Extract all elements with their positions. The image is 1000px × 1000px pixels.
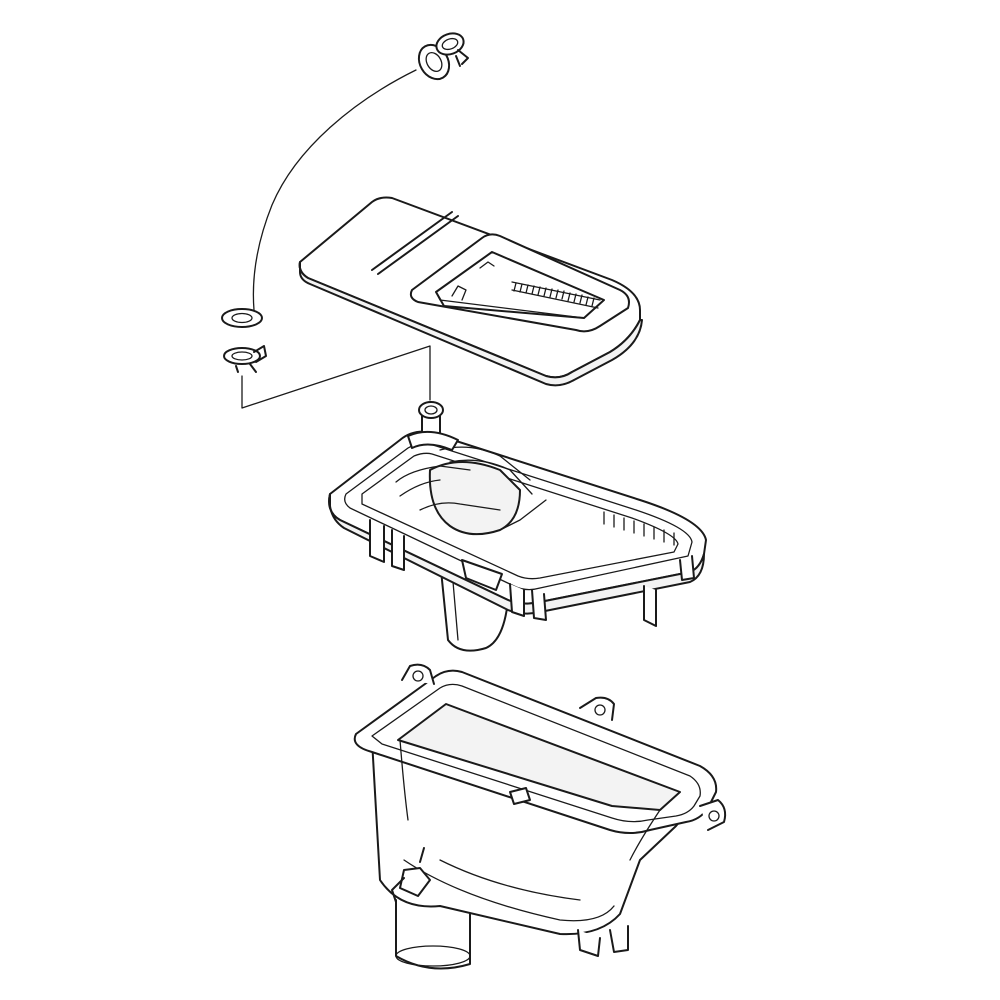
cover-grill-slots	[511, 281, 601, 309]
frame-inlet-nozzle	[407, 401, 459, 451]
dispenser-frame-with-inlet	[328, 401, 707, 652]
dispenser-housing-tub	[353, 663, 727, 970]
frame-vent-slots	[603, 511, 675, 546]
dispenser-drawer-cover	[298, 196, 643, 387]
hose-clamp-lower	[223, 345, 267, 373]
assembly-leader-line	[241, 345, 431, 409]
frame-clips	[369, 519, 695, 627]
housing-drain-fitting	[391, 847, 431, 903]
housing-mount-ears	[401, 663, 727, 831]
hose-clamp-upper	[435, 32, 469, 67]
